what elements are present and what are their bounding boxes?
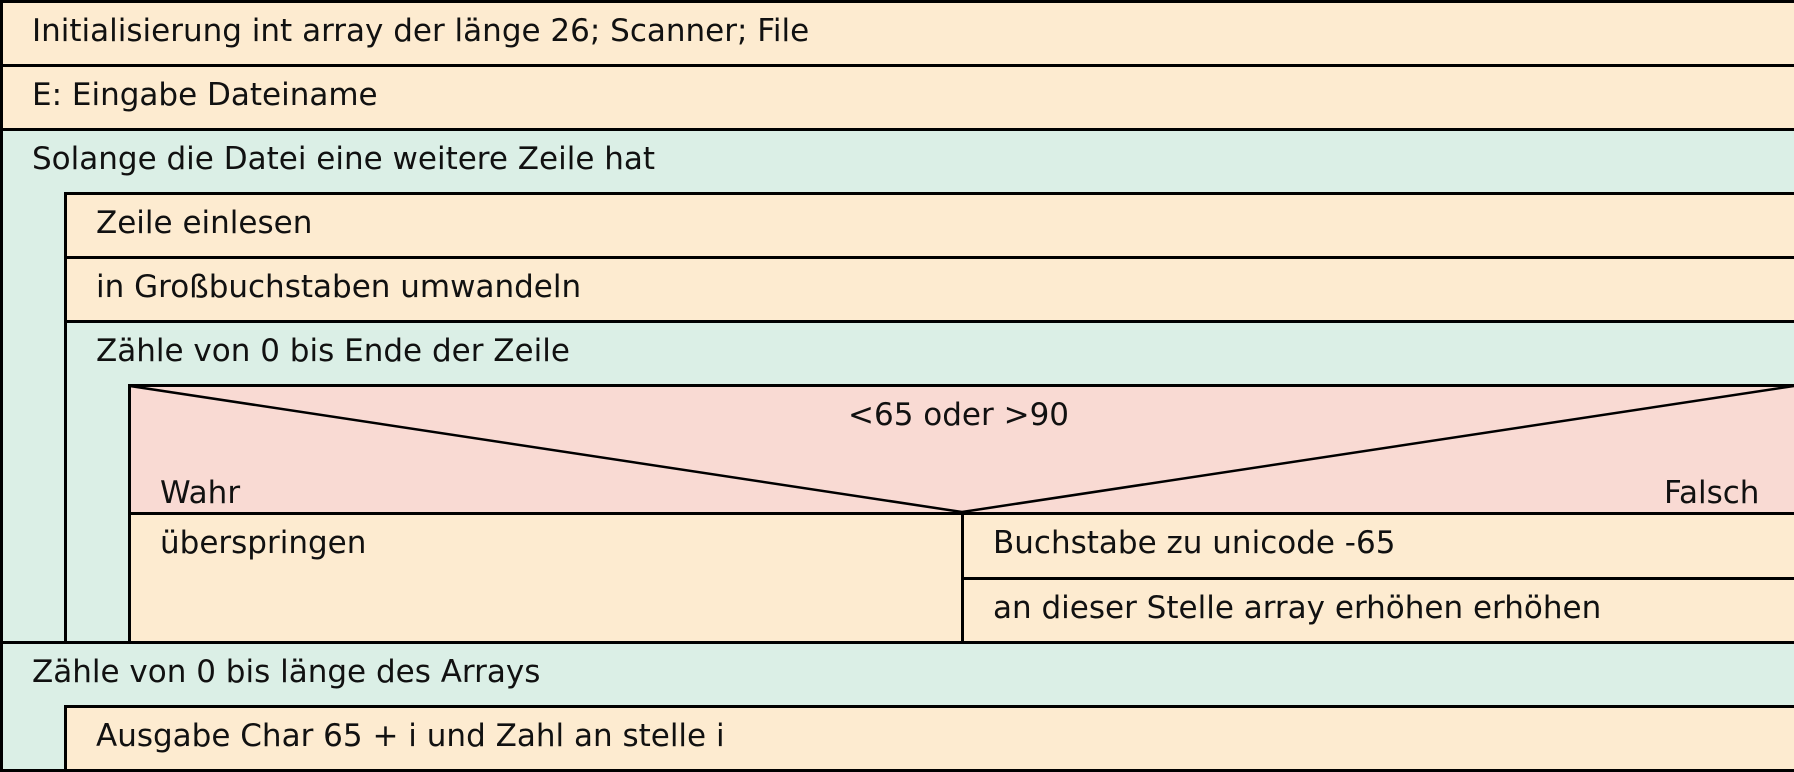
outer-loop-header: Solange die Datei eine weitere Zeile hat (32, 141, 656, 177)
uppercase-text: in Großbuchstaben umwandeln (96, 269, 582, 305)
border-h-385 (128, 384, 1794, 387)
read-line-block (65, 193, 1794, 257)
input-block (0, 65, 1794, 129)
false-branch-step-2 (962, 578, 1794, 642)
border-h-706 (64, 705, 1794, 708)
border-v-962 (961, 512, 964, 643)
border-h-642 (0, 641, 1794, 644)
border-outer-top (0, 0, 1794, 3)
condition-left-diagonal (129, 384, 963, 514)
border-v-65-upper (64, 192, 67, 643)
read-line-text: Zeile einlesen (96, 205, 313, 241)
border-h-257 (64, 256, 1794, 259)
false-branch-step-1 (962, 513, 1794, 578)
border-h-193 (64, 192, 1794, 195)
uppercase-block (65, 257, 1794, 321)
init-text: Initialisierung int array der länge 26; … (32, 13, 810, 49)
output-block (65, 706, 1794, 772)
true-label: Wahr (160, 475, 241, 511)
border-outer-bottom (0, 769, 1794, 772)
true-branch (129, 513, 962, 642)
border-v-129 (128, 384, 131, 643)
false-action-2-text: an dieser Stelle array erhöhen erhöhen (993, 590, 1602, 626)
border-h-578 (961, 577, 1794, 580)
inner-loop-header: Zähle von 0 bis Ende der Zeile (96, 333, 570, 369)
output-loop-header: Zähle von 0 bis länge des Arrays (32, 654, 541, 690)
false-label: Falsch (1664, 475, 1760, 511)
input-text: E: Eingabe Dateiname (32, 77, 378, 113)
border-h-129 (0, 128, 1794, 131)
border-outer-left (0, 0, 3, 772)
init-block (0, 0, 1794, 65)
condition-right-diagonal (961, 384, 1794, 514)
true-action-text: überspringen (160, 525, 367, 561)
border-v-65-lower (64, 705, 67, 772)
false-action-1-text: Buchstabe zu unicode -65 (993, 525, 1396, 561)
border-h-65 (0, 64, 1794, 67)
condition-text: <65 oder >90 (848, 397, 1070, 433)
border-h-321 (64, 320, 1794, 323)
output-text: Ausgabe Char 65 + i und Zahl an stelle i (96, 718, 725, 754)
condition-block (129, 385, 1794, 513)
